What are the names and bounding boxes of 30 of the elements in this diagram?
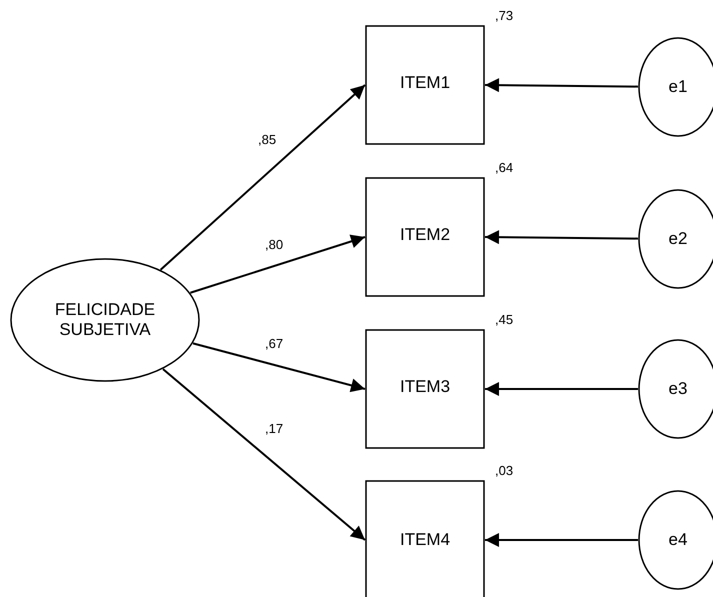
observed-variable-box [365,177,485,297]
variable-label: e1 [668,77,688,97]
arrow [160,84,366,270]
arrow [485,78,638,92]
arrow [485,533,638,547]
variable-label: ITEM3 [400,376,450,396]
arrow [192,342,366,392]
squared-multiple-correlation: ,64 [495,160,514,175]
latent-variable-ellipse [10,258,200,382]
variable-label: e3 [668,379,688,399]
arrow [162,368,366,541]
observed-variable-box [365,25,485,145]
path-coefficient: ,67 [265,336,284,351]
variable-label: ITEM2 [400,224,450,244]
variable-label: e4 [668,530,688,550]
path-coefficient: ,85 [258,132,276,147]
path-coefficient: ,17 [265,421,284,436]
arrow [485,382,638,396]
squared-multiple-correlation: ,03 [495,463,514,478]
variable-label: FELICIDADE SUBJETIVA [54,300,156,340]
squared-multiple-correlation: ,73 [495,8,514,23]
observed-variable-box [365,329,485,449]
path-coefficient: ,80 [265,237,284,252]
arrow [485,230,638,244]
variable-label: ITEM4 [400,530,450,550]
variable-label: ITEM1 [400,72,450,92]
squared-multiple-correlation: ,45 [495,312,514,327]
variable-label: e2 [668,229,688,249]
arrow [190,234,366,294]
observed-variable-box [365,480,485,597]
